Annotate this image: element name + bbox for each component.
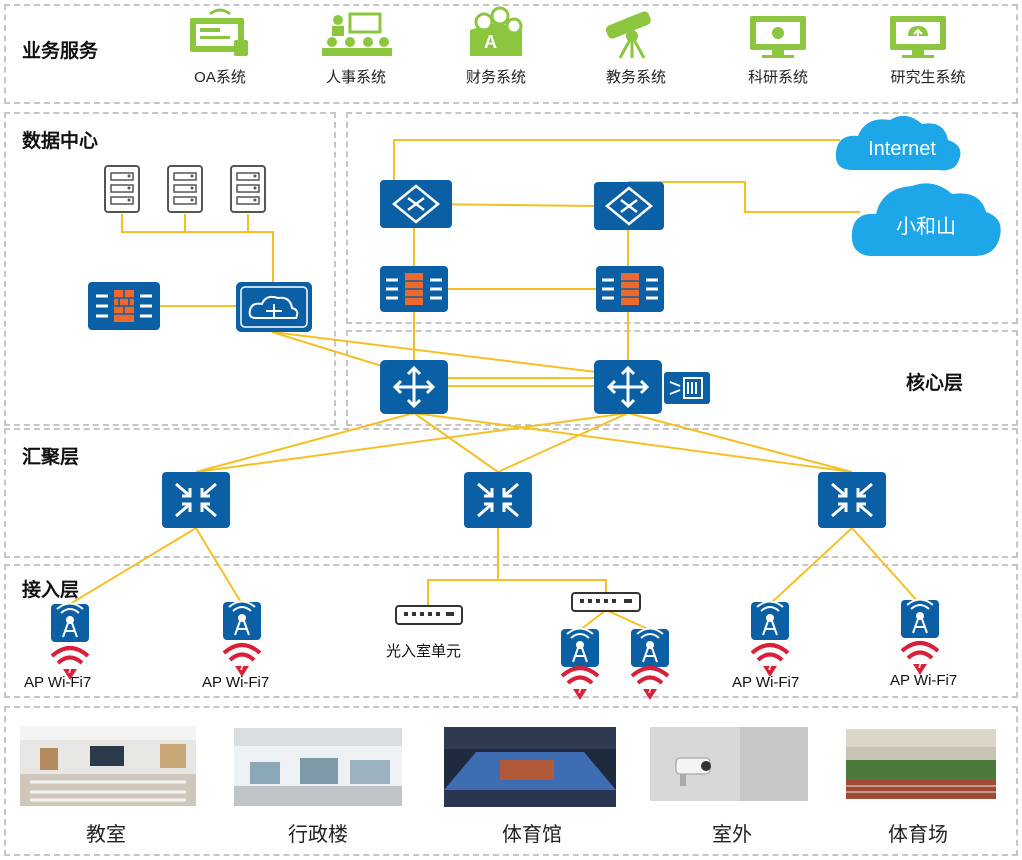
server-icon [104,165,140,213]
teaching-system-icon [605,11,651,59]
server-icon [167,165,203,213]
hr-system-icon [322,12,392,56]
outdoor-camera-photo [650,727,808,801]
aggregation-zone-label: 汇聚层 [22,447,80,468]
service-label-research: 科研系统 [747,69,808,86]
datacenter-zone-label: 数据中心 [22,131,99,152]
external-zone [346,112,1018,324]
finance-system-icon: A [470,6,523,56]
svg-text:A: A [484,32,497,52]
ac-controller-icon [664,372,710,404]
core-zone-label: 核心层 [906,373,964,394]
aggregation-switch-right-icon [818,472,886,528]
server-icon [230,165,266,213]
access-point-icon [560,627,600,668]
oa-system-icon [190,8,248,56]
ap-label: AP Wi-Fi7 [890,672,958,689]
optical-unit-label: 光入室单元 [386,643,462,660]
core-switch-right-icon [594,360,662,414]
wifi7-icon [222,643,262,679]
access-point-icon [630,627,670,668]
service-label-finance: 财务系统 [465,69,526,86]
access-point-icon [222,600,262,641]
datacenter-firewall-icon [88,282,160,330]
router-right-icon [594,182,664,230]
ap-label: AP Wi-Fi7 [732,674,800,691]
local-campus-cloud-icon [851,183,1001,256]
scene-label-gym: 体育馆 [502,824,562,846]
research-system-icon [750,16,806,58]
business-zone-label: 业务服务 [22,41,99,62]
external-firewall-right-icon [596,266,664,312]
scene-label-outdoor: 室外 [712,824,752,846]
local-campus-cloud-label: 小和山 [896,216,956,238]
service-label-graduate: 研究生系统 [890,69,966,86]
ap-label: AP Wi-Fi7 [24,674,92,691]
stadium-photo [846,729,996,799]
gymnasium-photo [444,727,616,807]
core-zone [346,330,1018,426]
wifi7-icon [750,643,790,679]
wifi7-icon [630,666,670,702]
service-label-oa: OA系统 [194,69,246,86]
router-left-icon [380,180,452,228]
ap-label: AP Wi-Fi7 [202,674,270,691]
optical-terminal-icon [395,605,463,625]
scene-label-stadium: 体育场 [888,824,948,846]
aggregation-switch-left-icon [162,472,230,528]
access-zone [4,564,1018,698]
access-point-icon [50,602,90,643]
classroom-photo [20,726,196,806]
external-firewall-left-icon [380,266,448,312]
graduate-system-icon [890,16,946,58]
aggregation-switch-middle-icon [464,472,532,528]
service-icons: A [190,6,946,59]
service-label-teaching: 教务系统 [605,69,666,86]
business-zone [4,4,1018,104]
internet-cloud-label: Internet [868,138,936,160]
access-point-icon [900,598,940,639]
access-point-icon [750,600,790,641]
scene-label-office: 行政楼 [288,824,348,846]
office-building-photo [234,728,402,806]
server-rack [104,165,266,213]
access-switch-icon [571,592,641,612]
internet-cloud-icon [835,115,961,171]
datacenter-zone [4,112,336,426]
network-links [69,139,921,631]
cloud-platform-icon [236,282,312,332]
scene-zone [4,706,1018,856]
scene-label-classroom: 教室 [86,824,126,846]
service-label-hr: 人事系统 [325,69,386,86]
wifi7-icon [560,666,600,702]
wifi7-icon [900,641,940,677]
access-zone-label: 接入层 [22,580,80,601]
core-switch-left-icon [380,360,448,414]
